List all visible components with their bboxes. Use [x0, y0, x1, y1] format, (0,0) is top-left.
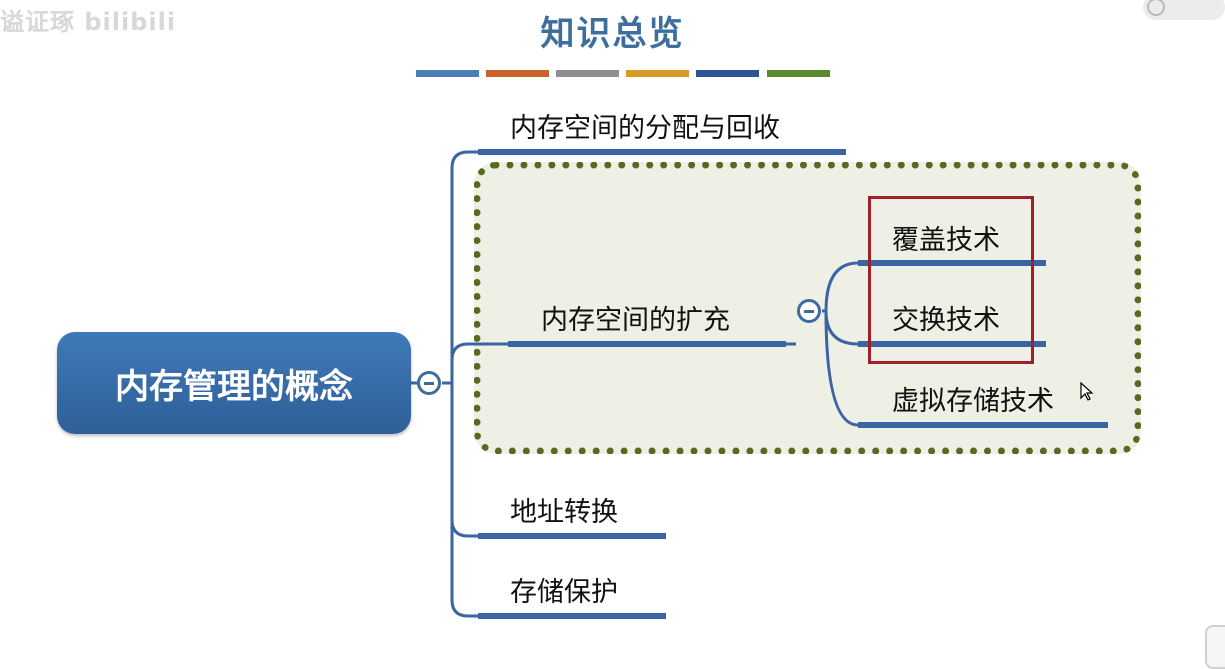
child-underline-swapping [858, 341, 1046, 347]
branch-underline-expansion [508, 341, 786, 347]
circle-icon [1147, 0, 1165, 16]
child-label-swapping[interactable]: 交换技术 [892, 305, 1000, 336]
branch-label-address-translation[interactable]: 地址转换 [510, 497, 618, 528]
child-underline-virtual-memory [858, 422, 1108, 428]
color-bar-4 [626, 70, 689, 77]
branch-underline-storage-protection [478, 613, 666, 619]
connector-branch-4 [450, 520, 478, 618]
color-bar-2 [486, 70, 549, 77]
root-collapse-icon[interactable] [417, 371, 441, 395]
branch-underline-allocation [478, 149, 846, 155]
branch-label-storage-protection[interactable]: 存储保护 [510, 577, 618, 608]
connector-child-2 [824, 310, 859, 346]
branch-underline-address-translation [478, 533, 666, 539]
connector-child-1 [824, 261, 859, 312]
bilibili-watermark: 谥证琢 bilibili [0, 8, 177, 36]
color-bar-3 [556, 70, 619, 77]
child-label-overlay[interactable]: 覆盖技术 [892, 225, 1000, 256]
color-bar-6 [767, 70, 830, 77]
connector-child-3 [824, 310, 859, 427]
branch-label-allocation[interactable]: 内存空间的分配与回收 [510, 113, 780, 144]
root-node-label: 内存管理的概念 [115, 366, 353, 407]
corner-control[interactable] [1205, 625, 1225, 669]
expansion-collapse-icon[interactable] [797, 299, 821, 323]
child-label-virtual-memory[interactable]: 虚拟存储技术 [892, 386, 1054, 417]
child-underline-overlay [858, 260, 1046, 266]
color-bar-1 [416, 70, 479, 77]
connector-branch-2 [450, 342, 508, 383]
emphasis-box [868, 196, 1034, 364]
color-bar-5 [696, 70, 759, 77]
page-title: 知识总览 [540, 14, 685, 54]
root-node[interactable]: 内存管理的概念 [57, 332, 411, 434]
player-control-button[interactable] [1143, 0, 1225, 20]
connector-branch-1 [450, 150, 478, 383]
mouse-cursor-icon [1080, 382, 1094, 401]
connector-branch-3 [450, 383, 478, 538]
branch-label-expansion[interactable]: 内存空间的扩充 [541, 305, 730, 336]
